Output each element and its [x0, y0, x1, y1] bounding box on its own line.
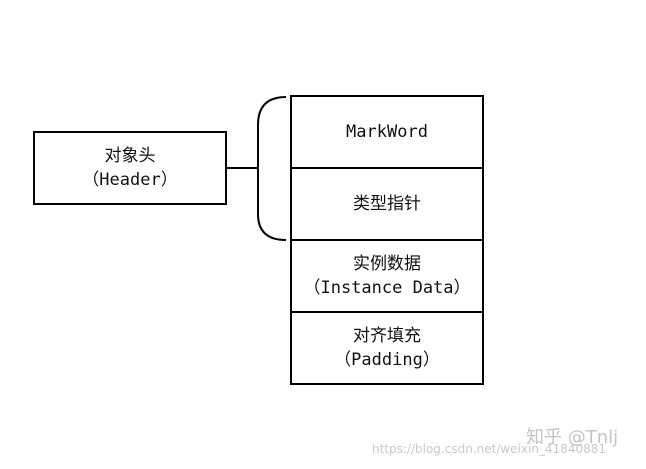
mark-word-cell: MarkWord	[290, 95, 484, 169]
klass-pointer-label: 类型指针	[353, 194, 421, 214]
object-layout-stack: MarkWord 类型指针 实例数据 （Instance Data） 对齐填充 …	[290, 95, 484, 385]
zhihu-watermark: 知乎 @Tnlj	[526, 427, 619, 448]
klass-pointer-cell: 类型指针	[290, 167, 484, 241]
padding-subtitle: （Padding）	[334, 350, 440, 370]
padding-cell: 对齐填充 （Padding）	[290, 311, 484, 385]
csdn-watermark: https://blog.csdn.net/weixin_41840881	[372, 442, 607, 456]
instance-data-title: 实例数据	[353, 254, 421, 274]
object-header-box: 对象头 （Header）	[33, 131, 227, 205]
instance-data-subtitle: （Instance Data）	[303, 278, 471, 298]
instance-data-cell: 实例数据 （Instance Data）	[290, 239, 484, 313]
padding-title: 对齐填充	[353, 326, 421, 346]
mark-word-label: MarkWord	[346, 122, 428, 142]
header-title: 对象头	[104, 146, 156, 166]
curly-brace	[257, 96, 287, 241]
header-subtitle: （Header）	[82, 170, 178, 190]
